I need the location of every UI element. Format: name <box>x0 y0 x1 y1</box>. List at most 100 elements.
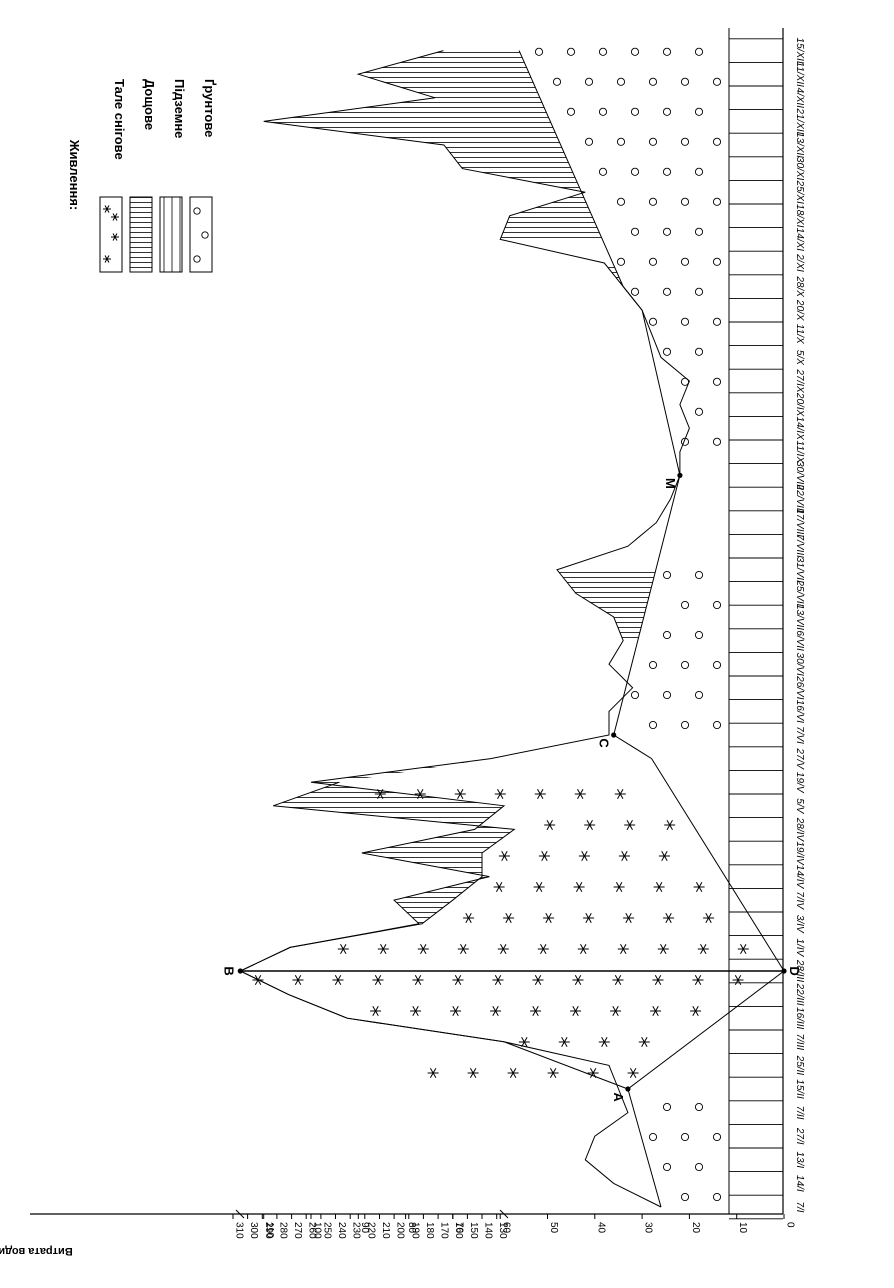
legend-star-mark <box>104 255 110 263</box>
legend-item-stars: Тале снігове <box>99 79 127 273</box>
snowmelt-star-mark <box>530 1005 542 1017</box>
date-tick-label: 21/XII <box>794 107 805 134</box>
soil-circle-mark <box>648 720 658 730</box>
soil-circle-mark <box>584 137 594 146</box>
date-tick-label: 28/IV <box>794 817 805 843</box>
soil-circle-mark <box>648 1132 658 1142</box>
date-tick-label: 7/VIII <box>794 535 805 559</box>
snowmelt-star-mark <box>657 943 669 955</box>
date-tick-label: 6/VII <box>794 630 805 651</box>
snowmelt-star-mark <box>332 974 344 986</box>
snowmelt-star-mark <box>587 1067 599 1079</box>
snowmelt-star-mark <box>658 850 670 862</box>
soil-circle-mark <box>566 47 576 56</box>
snowmelt-star-mark <box>737 943 749 955</box>
soil-circle-mark <box>662 570 672 580</box>
soil-circle-mark <box>712 377 722 386</box>
date-tick-label: 15/XII <box>794 38 805 64</box>
y-tick-label: 80 <box>406 1222 417 1234</box>
date-tick-label: 14/I <box>794 1175 805 1192</box>
snowmelt-star-mark <box>414 788 426 800</box>
legend-star-mark <box>104 205 110 213</box>
snowmelt-star-mark <box>584 819 596 831</box>
date-tick-label: 13/XII <box>794 132 805 158</box>
y-tick-label: 200 <box>395 1222 406 1239</box>
date-tick-label: 11/XII <box>794 62 805 88</box>
snowmelt-star-mark <box>623 912 635 924</box>
snowmelt-star-mark <box>538 850 550 862</box>
soil-circle-mark <box>630 227 640 236</box>
y-tick-label: 130 <box>497 1222 508 1239</box>
date-tick-label: 13/I <box>794 1151 805 1168</box>
soil-circle-mark <box>694 570 704 580</box>
date-tick-label: 26/VI <box>794 675 805 700</box>
axis-break-mark <box>499 1209 509 1219</box>
soil-circle-mark <box>694 630 704 640</box>
date-tick-label: 31/VII <box>794 557 805 583</box>
y-tick-label: 220 <box>365 1222 376 1239</box>
soil-circle-mark <box>648 137 658 146</box>
soil-circle-mark <box>630 167 640 176</box>
date-tick-label: 16/VI <box>794 700 805 724</box>
snowmelt-star-mark <box>653 881 665 893</box>
snowmelt-star-mark <box>583 912 595 924</box>
y-tick-label: 40 <box>595 1222 606 1234</box>
snowmelt-star-mark <box>337 943 349 955</box>
soil-circle-mark <box>598 47 608 56</box>
snowmelt-star-mark <box>532 974 544 986</box>
legend-swatch <box>159 196 183 273</box>
soil-circle-mark <box>630 690 640 700</box>
rain-area-december <box>263 50 586 193</box>
point-m-label: M <box>663 478 678 489</box>
snowmelt-star-mark <box>578 850 590 862</box>
legend-item-horizontal-lines: Підземне <box>159 79 187 273</box>
snowmelt-star-mark <box>697 943 709 955</box>
soil-circle-mark <box>630 287 640 296</box>
soil-circle-mark <box>648 257 658 266</box>
soil-circle-mark <box>712 317 722 326</box>
point-b-dot <box>237 968 243 974</box>
snowmelt-star-mark <box>292 974 304 986</box>
date-tick-label: 13/VII <box>794 604 805 630</box>
pattern-markers <box>252 47 749 1202</box>
legend-circle-mark <box>193 255 201 263</box>
y-tick-label: 300 <box>248 1222 259 1239</box>
soil-circle-mark <box>680 1192 690 1202</box>
snowmelt-star-mark <box>570 1005 582 1017</box>
date-tick-label: 28/X <box>794 275 805 297</box>
legend-label: Тале снігове <box>112 79 127 160</box>
soil-circle-mark <box>662 287 672 296</box>
rain-area-spring <box>273 758 515 924</box>
soil-circle-mark <box>648 77 658 86</box>
soil-circle-mark <box>694 347 704 356</box>
soil-circle-mark <box>712 1132 722 1142</box>
date-tick-label: 22/III <box>794 982 805 1005</box>
point-d-dot <box>781 968 787 974</box>
y-tick-label: 110 <box>264 1222 275 1238</box>
soil-circle-mark <box>712 77 722 86</box>
snowmelt-star-mark <box>558 1036 570 1048</box>
snowmelt-star-mark <box>372 974 384 986</box>
soil-circle-mark <box>680 197 690 206</box>
date-tick-label: 27/IX <box>794 368 805 393</box>
snowmelt-star-mark <box>650 1005 662 1017</box>
date-tick-label: 30/XI <box>794 157 805 181</box>
snowmelt-star-mark <box>652 974 664 986</box>
soil-circle-mark <box>712 600 722 610</box>
y-tick-label: 310 <box>234 1222 245 1239</box>
baseflow-line <box>518 50 785 1208</box>
date-tick-label: 11/IX <box>794 440 805 463</box>
snowmelt-star-mark <box>618 850 630 862</box>
date-tick-label: 30/VI <box>794 653 805 677</box>
soil-circle-mark <box>648 197 658 206</box>
date-tick-label: 25/VII <box>794 579 805 606</box>
soil-circle-mark <box>694 287 704 296</box>
snowmelt-star-mark <box>703 912 715 924</box>
point-m-dot <box>677 472 683 478</box>
snowmelt-star-mark <box>574 788 586 800</box>
snowmelt-star-mark <box>610 1005 622 1017</box>
y-tick-label: 0 <box>785 1222 796 1228</box>
y-tick-label: 170 <box>439 1222 450 1239</box>
soil-circle-mark <box>712 720 722 730</box>
